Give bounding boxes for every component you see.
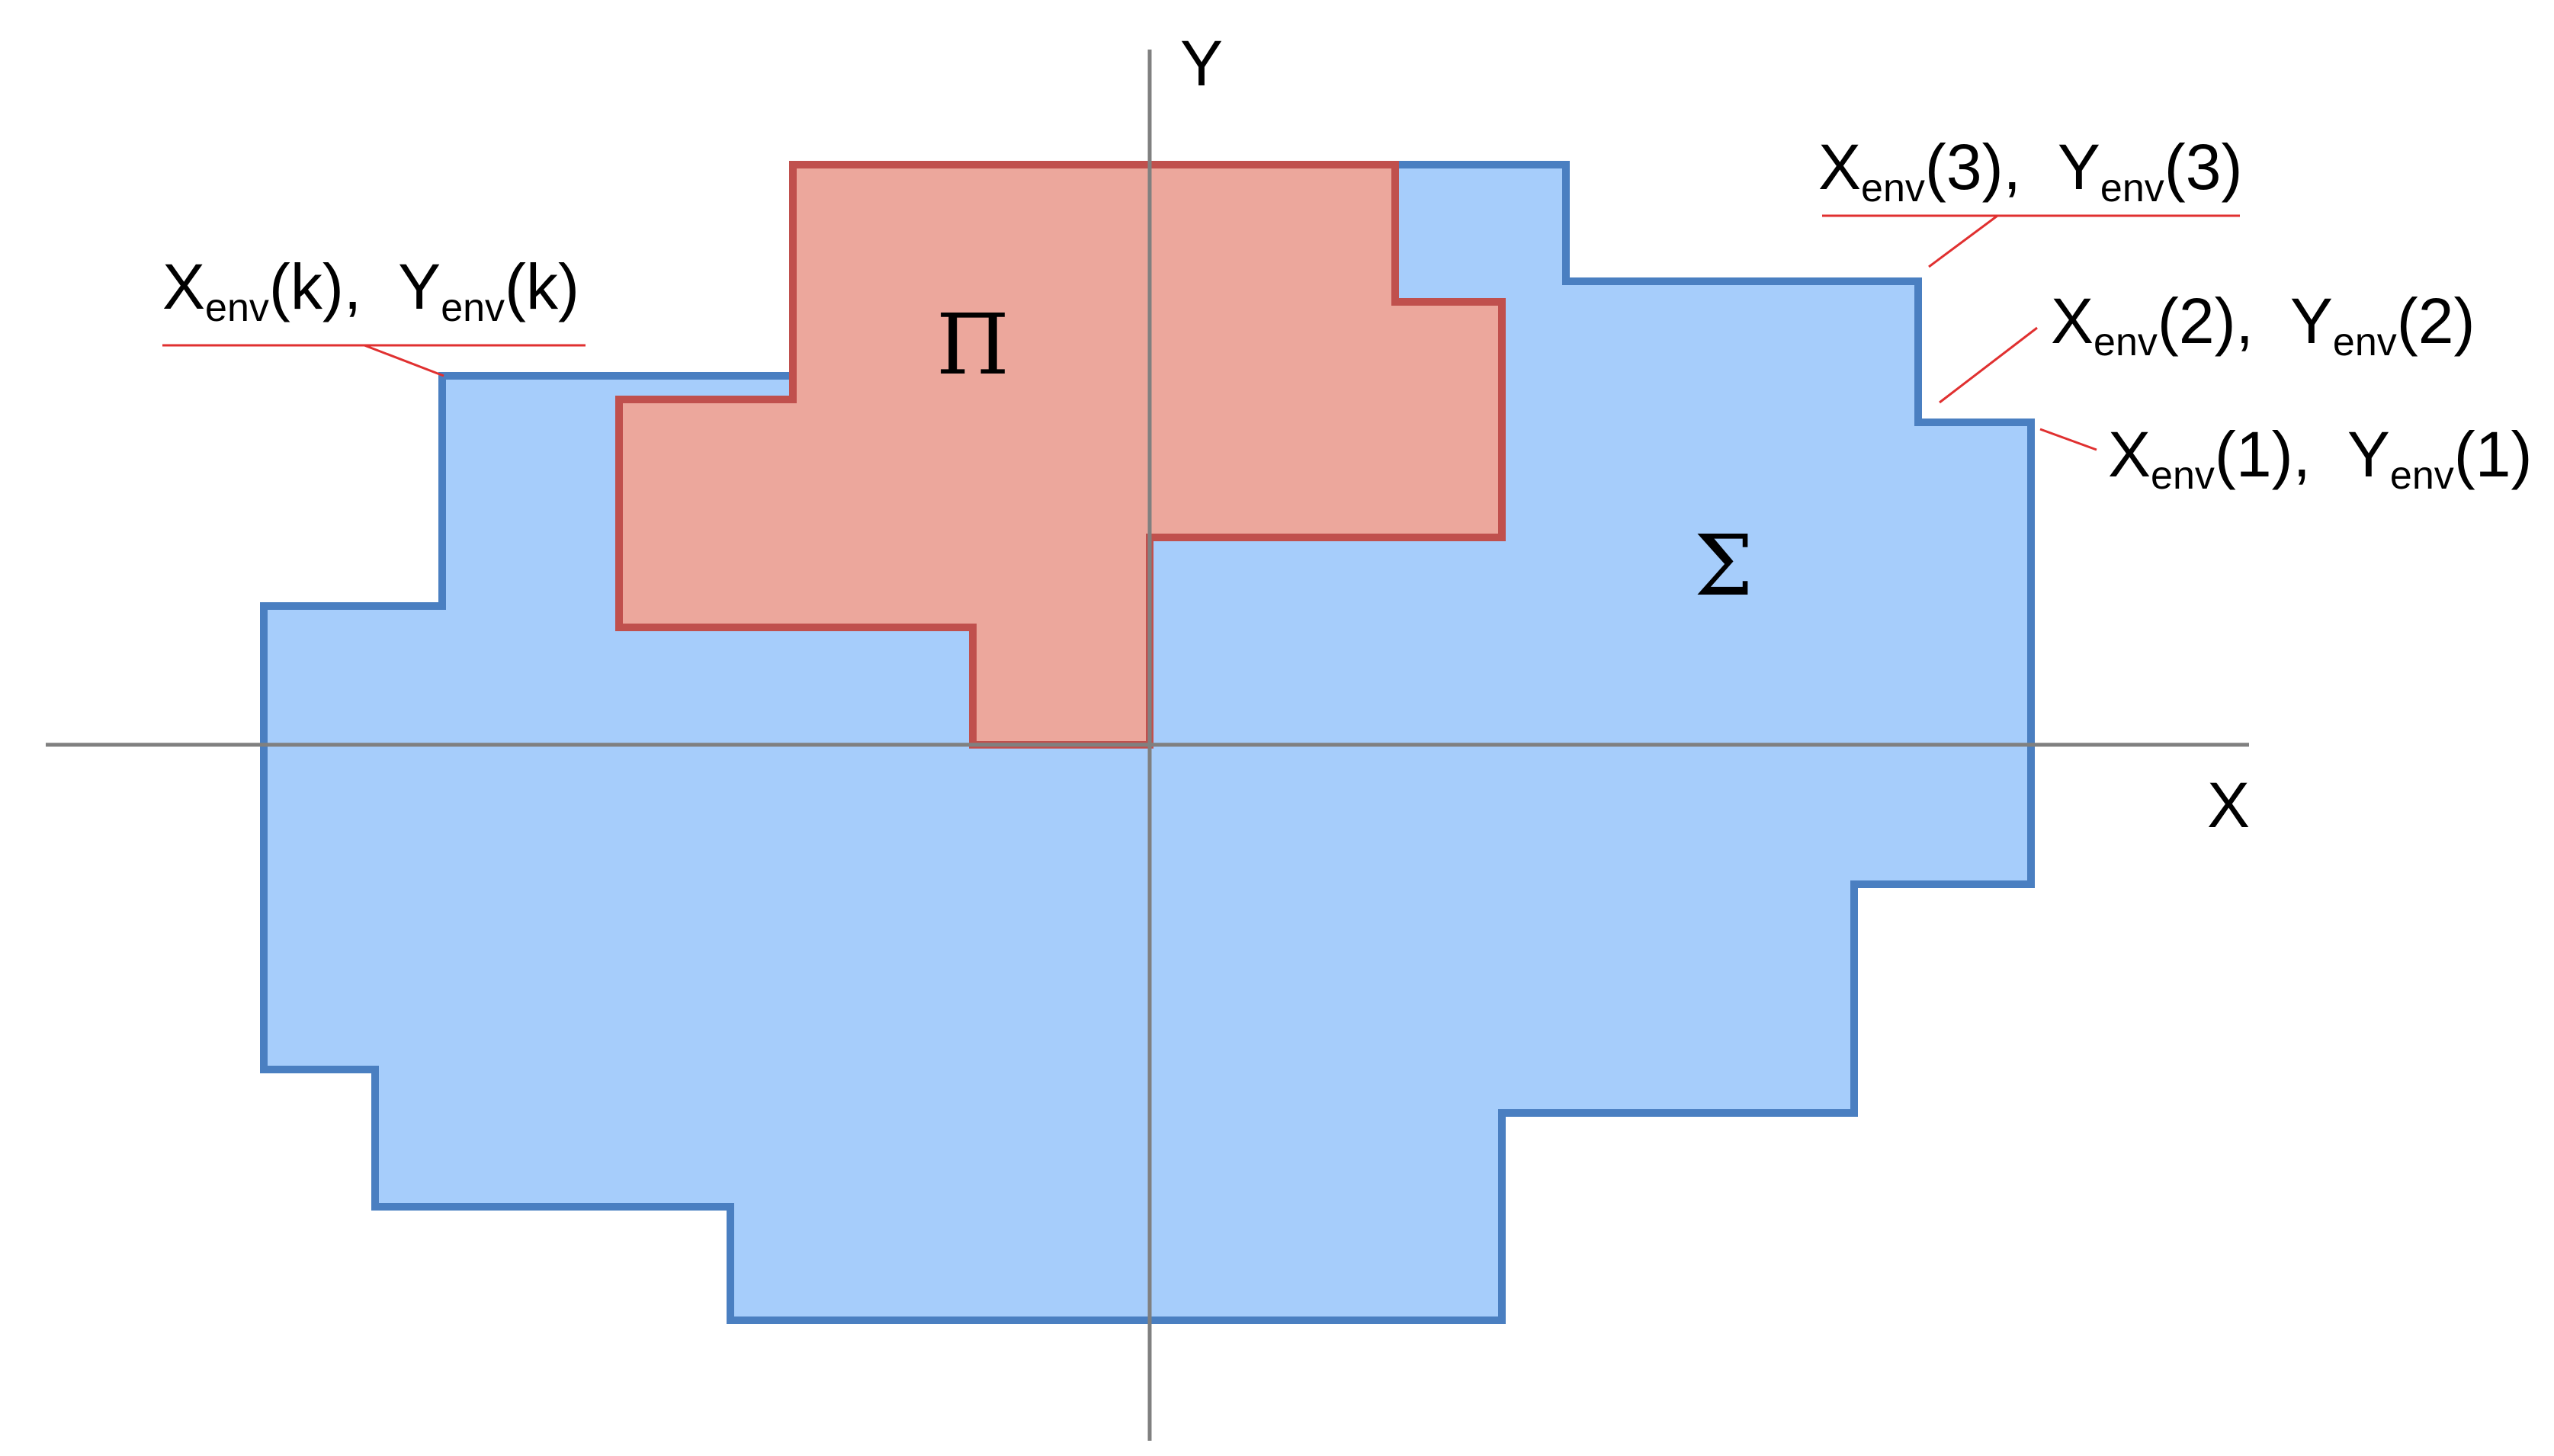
- annotation-1: Xenv(1),Yenv(1): [2108, 419, 2532, 498]
- pi-label: Π: [936, 296, 1009, 393]
- x-axis-label: X: [2207, 769, 2250, 841]
- annotation-1-leader: [2039, 428, 2097, 451]
- sigma-label: Σ: [1694, 517, 1753, 614]
- annotation-2-leader: [1939, 326, 2038, 404]
- annotation-3: Xenv(3),Yenv(3): [1818, 131, 2242, 210]
- annotation-k-leader: [364, 344, 444, 377]
- annotation-3-leader: [1928, 214, 1998, 268]
- y-axis-label: Y: [1180, 27, 1223, 99]
- annotation-2: Xenv(2),Yenv(2): [2051, 285, 2475, 364]
- annotation-k: Xenv(k),Yenv(k): [162, 251, 579, 330]
